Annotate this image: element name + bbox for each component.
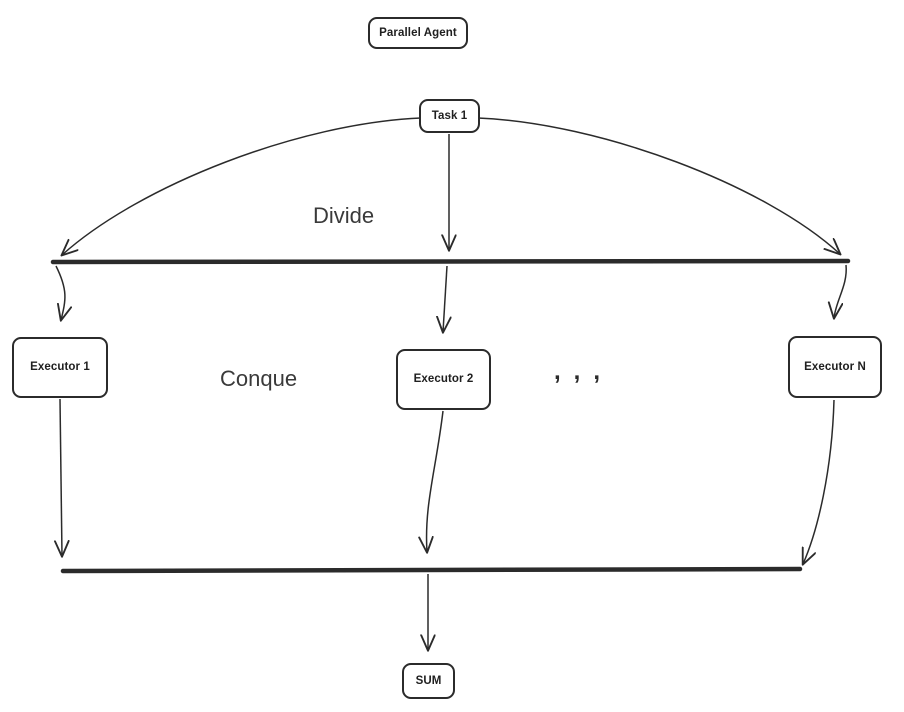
node-task-1[interactable]: Task 1	[419, 99, 480, 133]
edge-bar-to-executor1	[55, 265, 65, 320]
conque-bar	[60, 566, 803, 574]
edge-task1-to-bar-left	[62, 117, 422, 255]
node-executor-2[interactable]: Executor 2	[396, 349, 491, 410]
label-divide: Divide	[313, 203, 375, 228]
node-sum[interactable]: SUM	[402, 663, 455, 699]
edge-executorN-to-conque-bar	[803, 399, 835, 564]
node-parallel-agent[interactable]: Parallel Agent	[368, 17, 468, 49]
label-ellipsis: ,,,	[554, 358, 614, 385]
label-conque: Conque	[220, 366, 298, 391]
node-executor-n[interactable]: Executor N	[788, 336, 882, 398]
edge-executor1-to-conque-bar	[60, 398, 62, 556]
node-executor-1[interactable]: Executor 1	[12, 337, 108, 398]
edge-bar-to-executorN	[834, 264, 847, 318]
edge-executor2-to-conque-bar	[427, 410, 444, 552]
divide-bar	[50, 258, 851, 265]
edge-task1-to-bar-right	[477, 117, 840, 254]
edge-bar-to-executor2	[443, 265, 447, 332]
